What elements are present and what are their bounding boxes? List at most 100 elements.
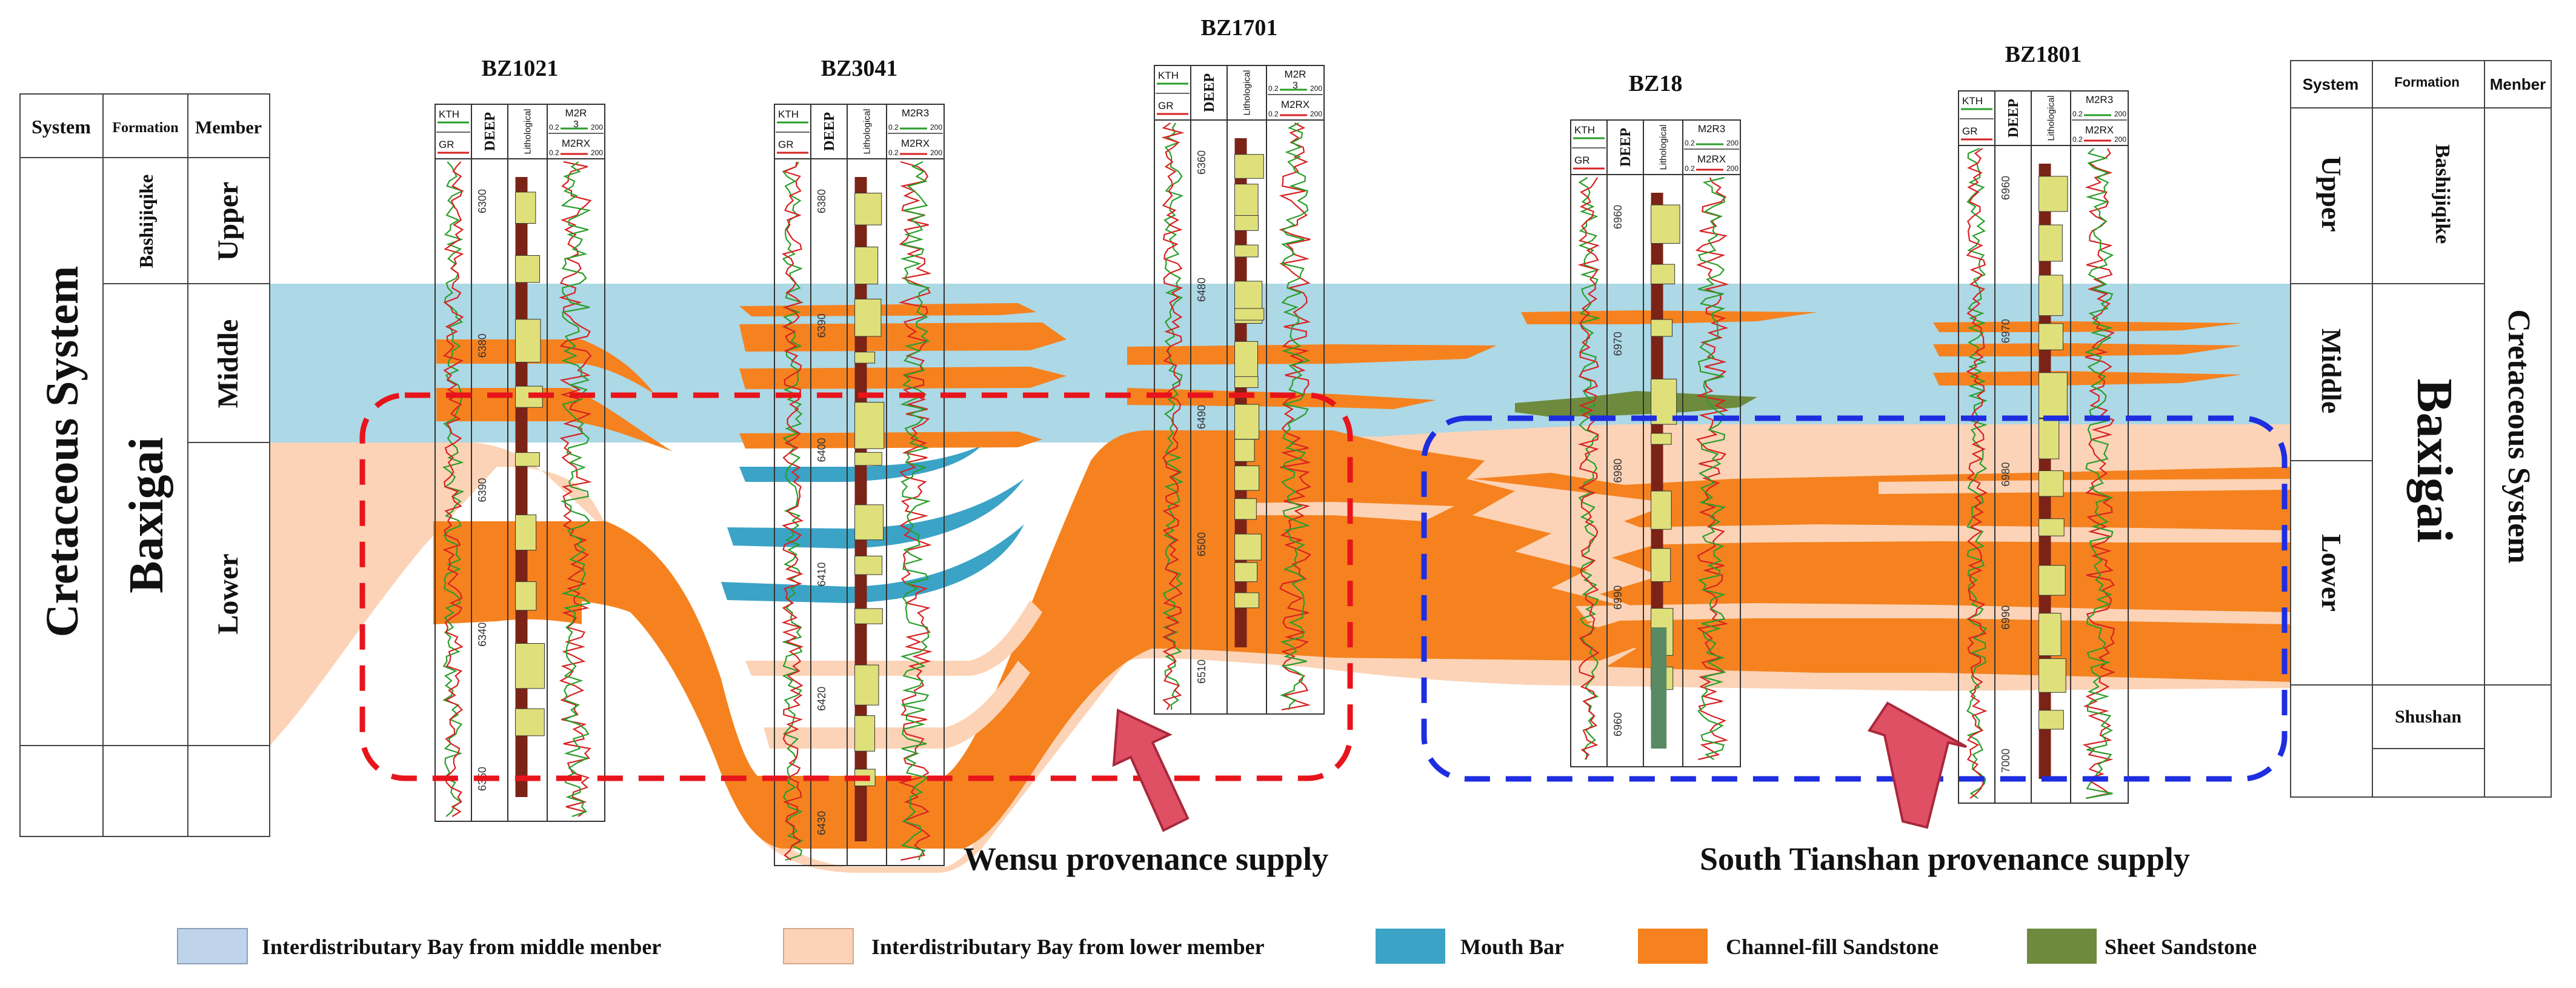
litho-sandstone [2039,418,2060,459]
depth-tick: 6970 [1612,332,1624,356]
depth-tick: 6340 [476,623,488,647]
resistivity-log-curve [900,161,931,861]
middle-channel-8 [436,388,673,452]
mouth-bar-3 [721,524,1024,603]
depth-tick: 6420 [816,687,828,711]
tianshan-provenance-label: South Tianshan provenance supply [1700,841,2190,877]
left-header-system: System [32,116,91,138]
middle-channel-9 [1521,310,1818,324]
litho-sandstone [2039,658,2066,693]
kth-log-curve [442,161,464,817]
well-frame [1154,65,1325,715]
litho-track-label: Lithological [1659,124,1669,170]
middle-channel-10 [1933,321,2242,332]
left-member-middle: Middle [212,319,244,409]
middle-channel-7 [436,339,654,394]
middle-channel-5 [1127,344,1497,365]
east-interbed-1 [1576,524,2291,546]
facies-layers [270,284,2291,873]
depth-tick: 6960 [2000,176,2012,200]
litho-sandstone [1234,592,1259,609]
mouth-bar-1 [739,446,982,482]
litho-sandstone [854,452,882,466]
litho-sandstone [854,352,876,364]
depth-tick: 7000 [2000,749,2012,773]
kth-log-curve [1577,177,1600,760]
litho-sandstone [2039,613,2062,656]
scale-min-label: 0.2 [2072,110,2083,118]
west-interbed-1 [1236,502,1454,521]
log-label-kth: KTH [1962,95,1983,107]
depth-track-label: DEEP [1202,73,1217,112]
litho-sandstone [1234,439,1255,462]
log-label-m2rx: M2RX [1697,153,1726,165]
log-label-gr: GR [439,139,454,150]
litho-sandstone [854,246,879,285]
scale-min-label: 0.2 [2072,135,2083,144]
depth-tick: 6380 [816,189,828,213]
litho-sandstone [2039,518,2065,536]
right-system-label: Cretaceous System [2501,309,2536,563]
scale-min-label: 0.2 [549,149,559,157]
depth-tick: 6970 [2000,319,2012,343]
litho-sandstone [1234,244,1259,258]
depth-track-label: DEEP [2006,99,2022,138]
litho-sandstone [1234,533,1262,561]
litho-sandstone [854,298,882,337]
well-frame [1958,90,2129,804]
resistivity-log-curve [560,161,591,818]
litho-sandstone [854,193,882,225]
resistivity-log-curve [1695,177,1729,761]
resistivity-log-curve [2082,148,2115,799]
litho-track-label: Lithological [862,108,873,154]
well-name: BZ18 [1629,71,1683,96]
log-label-gr: GR [1574,155,1590,166]
log-label-kth: KTH [778,108,799,120]
depth-tick: 6510 [1196,659,1208,684]
litho-sandstone [2039,275,2063,316]
depth-tick: 6380 [476,333,488,358]
litho-sandstone [2039,710,2064,730]
litho-sandstone [1234,154,1264,179]
depth-track-label: DEEP [822,112,837,151]
depth-track-label: DEEP [1618,128,1634,167]
gr-log-curve [781,161,804,861]
depth-tick: 6400 [816,438,828,462]
litho-track-label: Lithological [1242,70,1253,115]
scale-min-label: 0.2 [1268,110,1279,118]
tianshan-provenance-box [1421,415,2288,782]
litho-sandstone [515,514,537,551]
left-member-lower: Lower [212,553,244,634]
depth-tick: 6980 [2000,462,2012,486]
log-label-m2r: M2R3 [902,107,929,119]
log-label-m2r-suffix: 3 [1293,81,1298,91]
litho-sandstone [1234,404,1260,439]
depth-tick: 6960 [1612,712,1624,736]
depth-tick: 6360 [1196,150,1208,175]
right-strat-column [2290,60,2552,798]
litho-sandstone [2039,176,2068,212]
kth-log-curve [781,161,804,861]
left-formation-main: Baxigai [120,437,173,593]
left-member-upper: Upper [212,182,244,261]
litho-sandstone [2039,470,2064,497]
log-label-kth: KTH [439,108,459,120]
sheet-sandstone [1515,391,1757,417]
depth-tick: 6960 [1612,205,1624,229]
depth-tick: 6480 [1196,278,1208,302]
kth-log-curve [1966,148,1988,799]
log-label-gr: GR [778,139,794,150]
litho-sandstone [2039,565,2066,596]
scale-min-label: 0.2 [1685,164,1695,173]
log-label-m2r: M2R3 [2086,94,2113,105]
resistivity-log-curve [1697,176,1726,760]
tianshan-arrow-icon [1867,701,1967,829]
log-label-kth: KTH [1158,70,1179,81]
well-frame [774,104,945,866]
scale-max-label: 200 [1726,164,1739,173]
litho-sandstone [515,255,541,283]
litho-sandstone [1234,215,1259,231]
